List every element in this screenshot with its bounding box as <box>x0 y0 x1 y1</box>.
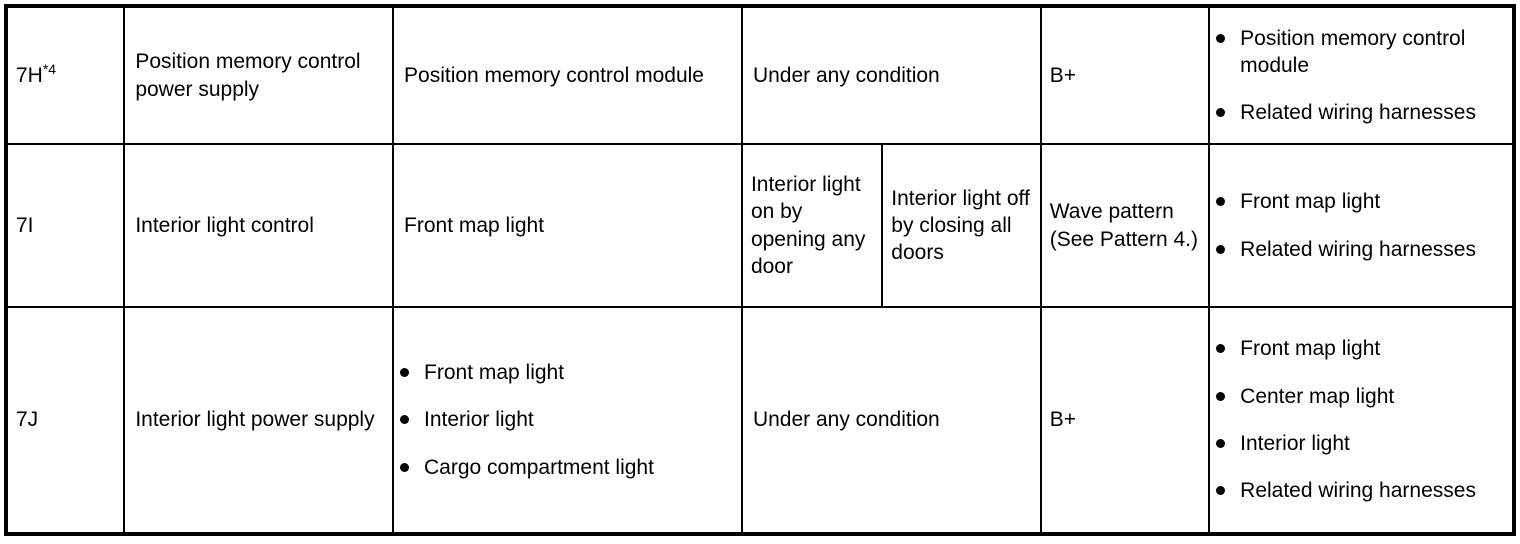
cell-target: Position memory control module <box>392 4 743 146</box>
cell-signal: Wave pattern (See Pattern 4.) <box>1039 143 1211 308</box>
related-parts-list: Front map light Related wiring harnesses <box>1210 188 1512 263</box>
list-item: Related wiring harnesses <box>1210 99 1512 126</box>
code-text: 7I <box>16 213 34 237</box>
inspection-spec-table: 7H*4 Position memory control power suppl… <box>4 4 1516 536</box>
condition-a-text: Interior light on by opening any door <box>750 173 866 278</box>
condition-b-text: Interior light off by closing all doors <box>891 186 1030 265</box>
code-text: 7H <box>16 64 43 88</box>
cell-item: Interior light power supply <box>123 305 395 536</box>
cell-item: Position memory control power supply <box>123 4 395 146</box>
list-item: Front map light <box>1210 188 1512 215</box>
condition-text: Under any condition <box>752 64 940 88</box>
signal-text: Wave pattern (See Pattern 4.) <box>1049 200 1198 251</box>
list-item: Interior light <box>1210 430 1512 457</box>
cell-code: 7H*4 <box>4 4 126 146</box>
code-superscript: *4 <box>42 61 57 78</box>
signal-text: B+ <box>1049 64 1076 88</box>
cell-item: Interior light control <box>123 143 395 308</box>
list-item: Related wiring harnesses <box>1210 477 1512 504</box>
list-item: Interior light <box>394 406 741 433</box>
cell-related-parts: Position memory control module Related w… <box>1208 4 1515 146</box>
table-row: 7J Interior light power supply Front map… <box>4 305 1515 536</box>
cell-code: 7I <box>4 143 126 308</box>
item-text: Interior light power supply <box>135 408 375 432</box>
target-text: Position memory control module <box>404 64 704 88</box>
target-text: Front map light <box>404 213 545 237</box>
list-item: Center map light <box>1210 383 1512 410</box>
table-row: 7H*4 Position memory control power suppl… <box>4 4 1515 146</box>
related-parts-list: Front map light Center map light Interio… <box>1210 335 1512 504</box>
cell-signal: B+ <box>1039 305 1211 536</box>
table-sheet: 7H*4 Position memory control power suppl… <box>0 4 1520 544</box>
condition-text: Under any condition <box>752 408 940 432</box>
cell-related-parts: Front map light Center map light Interio… <box>1208 305 1515 536</box>
item-text: Position memory control power supply <box>135 50 361 101</box>
cell-condition-a: Interior light on by opening any door <box>740 143 884 308</box>
list-item: Related wiring harnesses <box>1210 236 1512 263</box>
related-parts-list: Position memory control module Related w… <box>1210 25 1512 127</box>
cell-condition-b: Interior light off by closing all doors <box>881 143 1042 308</box>
cell-condition: Under any condition <box>740 4 1042 146</box>
cell-code: 7J <box>4 305 126 536</box>
cell-target: Front map light <box>392 143 743 308</box>
signal-text: B+ <box>1049 408 1076 432</box>
code-text: 7J <box>16 408 39 432</box>
list-item: Front map light <box>394 359 741 386</box>
list-item: Position memory control module <box>1210 25 1512 80</box>
cell-condition: Under any condition <box>740 305 1042 536</box>
target-list: Front map light Interior light Cargo com… <box>394 359 741 481</box>
item-text: Interior light control <box>135 213 314 237</box>
list-item: Cargo compartment light <box>394 454 741 481</box>
table-row: 7I Interior light control Front map ligh… <box>4 143 1515 308</box>
cell-target: Front map light Interior light Cargo com… <box>392 305 743 536</box>
list-item: Front map light <box>1210 335 1512 362</box>
cell-related-parts: Front map light Related wiring harnesses <box>1208 143 1515 308</box>
cell-signal: B+ <box>1039 4 1211 146</box>
